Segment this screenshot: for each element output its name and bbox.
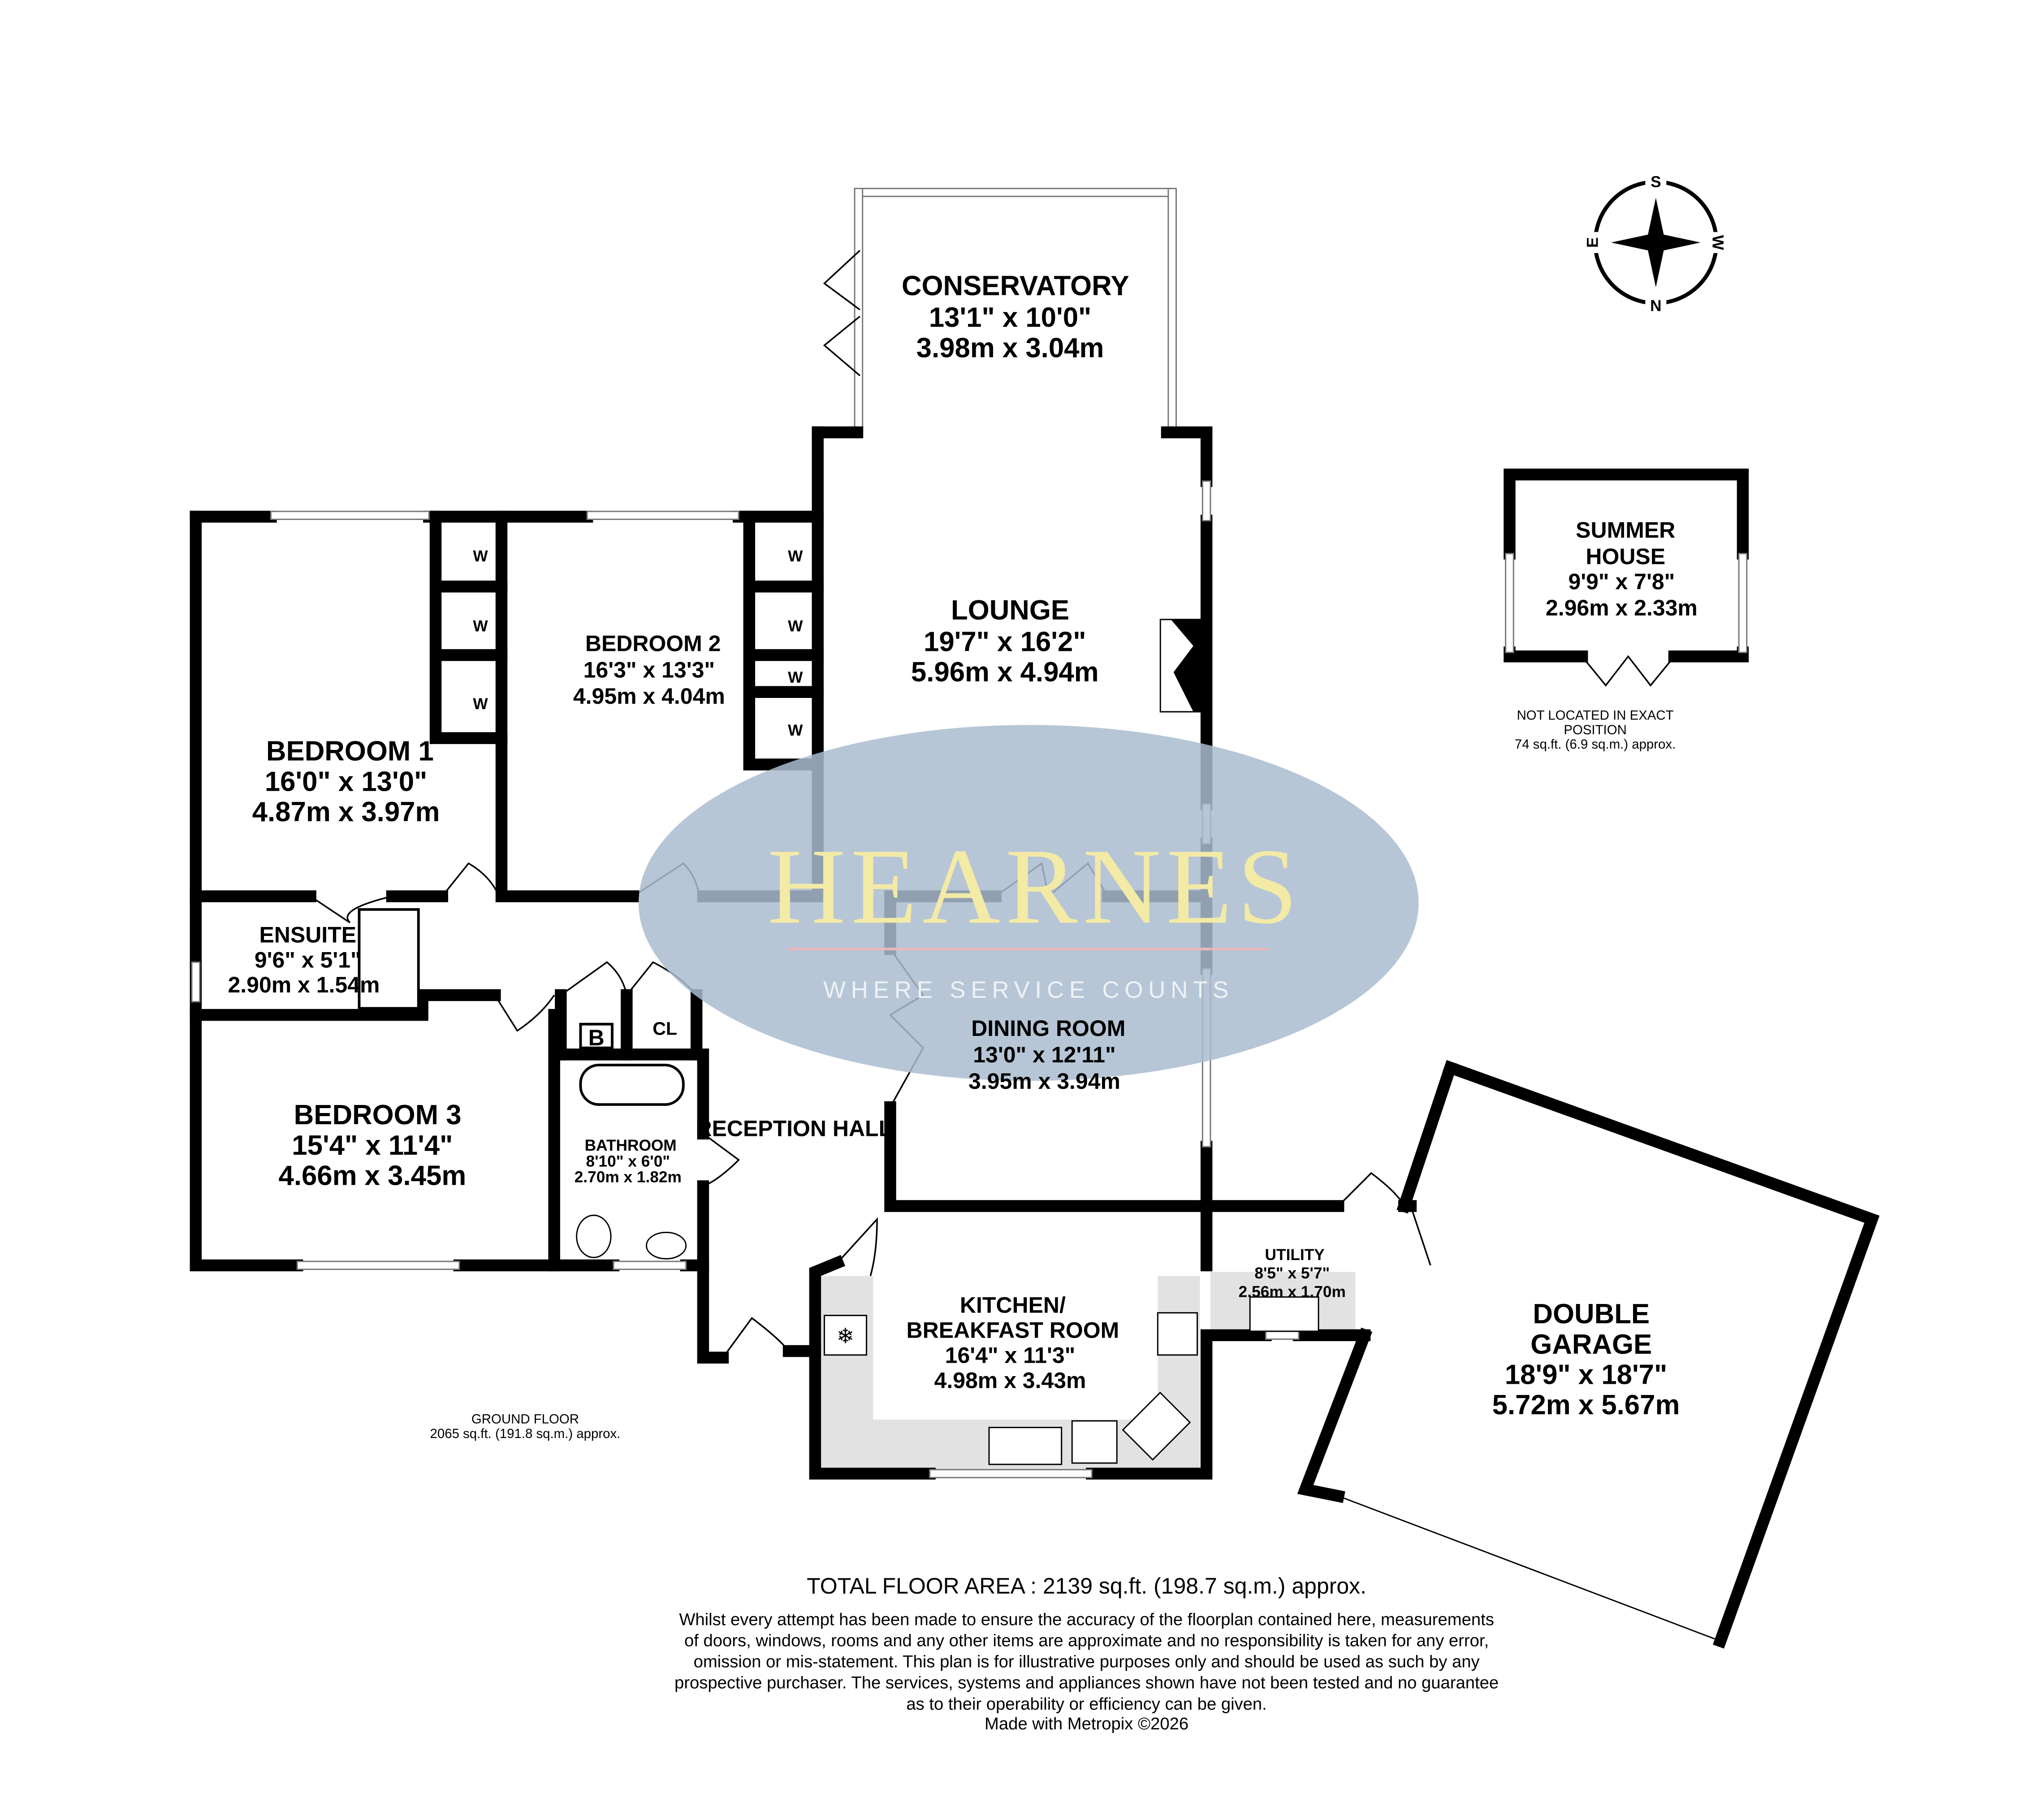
room-bedroom-2: BEDROOM 2 16'3" x 13'3" 4.95m x 4.04m <box>573 631 725 709</box>
svg-text:of doors, windows, rooms and a: of doors, windows, rooms and any other i… <box>684 1631 1489 1650</box>
svg-text:4.98m x 3.43m: 4.98m x 3.43m <box>934 1368 1086 1393</box>
svg-text:74 sq.ft. (6.9 sq.m.) approx.: 74 sq.ft. (6.9 sq.m.) approx. <box>1515 737 1676 752</box>
svg-text:CONSERVATORY: CONSERVATORY <box>902 271 1129 302</box>
fridge-icon <box>823 1315 867 1356</box>
watermark: HEARNES WHERE SERVICE COUNTS <box>638 725 1419 1081</box>
svg-text:2.90m x 1.54m: 2.90m x 1.54m <box>228 972 380 997</box>
cupboard-label: CL <box>653 1018 677 1039</box>
svg-text:BATHROOM: BATHROOM <box>585 1137 677 1154</box>
utility-sink-icon <box>1249 1296 1319 1332</box>
svg-text:DOUBLE: DOUBLE <box>1533 1299 1650 1330</box>
svg-text:BEDROOM 1: BEDROOM 1 <box>266 736 434 767</box>
svg-text:3.98m x 3.04m: 3.98m x 3.04m <box>916 333 1104 364</box>
shower-icon <box>358 908 420 1010</box>
svg-text:9'6" x 5'1": 9'6" x 5'1" <box>255 947 361 972</box>
svg-text:BREAKFAST ROOM: BREAKFAST ROOM <box>907 1318 1119 1343</box>
disclaimer: Whilst every attempt has been made to en… <box>674 1610 1499 1733</box>
svg-text:KITCHEN/: KITCHEN/ <box>960 1293 1066 1318</box>
svg-text:W: W <box>788 722 803 739</box>
svg-text:2.70m x 1.82m: 2.70m x 1.82m <box>575 1169 682 1186</box>
bath-icon <box>579 1063 685 1106</box>
svg-text:W: W <box>473 548 488 565</box>
sink-icon <box>988 1427 1063 1465</box>
svg-text:W: W <box>788 548 803 565</box>
svg-text:BEDROOM 2: BEDROOM 2 <box>585 631 721 656</box>
svg-text:5.96m x 4.94m: 5.96m x 4.94m <box>911 657 1099 688</box>
svg-text:BEDROOM 3: BEDROOM 3 <box>294 1100 462 1131</box>
svg-text:DINING ROOM: DINING ROOM <box>971 1016 1125 1041</box>
total-floor-area: TOTAL FLOOR AREA : 2139 sq.ft. (198.7 sq… <box>807 1573 1366 1598</box>
toilet-icon <box>576 1214 612 1258</box>
svg-text:16'4" x 11'3": 16'4" x 11'3" <box>945 1343 1076 1368</box>
appliance-icon <box>1071 1420 1118 1464</box>
svg-text:HOUSE: HOUSE <box>1586 544 1665 569</box>
room-bedroom-3: BEDROOM 3 15'4" x 11'4" 4.66m x 3.45m <box>278 1100 466 1191</box>
basin-icon <box>646 1231 687 1260</box>
room-bathroom: BATHROOM 8'10" x 6'0" 2.70m x 1.82m <box>575 1137 682 1186</box>
svg-text:16'3" x 13'3": 16'3" x 13'3" <box>583 657 715 682</box>
walls <box>190 426 1880 1649</box>
hob-icon <box>1122 1391 1191 1461</box>
svg-text:LOUNGE: LOUNGE <box>951 595 1069 626</box>
svg-text:8'10" x 6'0": 8'10" x 6'0" <box>586 1152 670 1170</box>
room-reception-hall: RECEPTION HALL <box>696 1116 892 1141</box>
svg-text:4.87m x 3.97m: 4.87m x 3.97m <box>252 797 440 827</box>
svg-text:W: W <box>788 669 803 686</box>
svg-text:18'9" x 18'7": 18'9" x 18'7" <box>1505 1359 1668 1390</box>
room-ensuite: ENSUITE 9'6" x 5'1" 2.90m x 1.54m <box>228 922 380 997</box>
room-conservatory: CONSERVATORY 13'1" x 10'0" 3.98m x 3.04m <box>902 271 1129 364</box>
summer-house-note: NOT LOCATED IN EXACT POSITION 74 sq.ft. … <box>1515 708 1676 752</box>
room-bedroom-1: BEDROOM 1 16'0" x 13'0" 4.87m x 3.97m <box>252 736 440 827</box>
svg-text:POSITION: POSITION <box>1564 723 1626 737</box>
room-lounge: LOUNGE 19'7" x 16'2" 5.96m x 4.94m <box>911 595 1099 688</box>
svg-text:13'0" x 12'11": 13'0" x 12'11" <box>973 1042 1115 1067</box>
svg-text:GARAGE: GARAGE <box>1530 1329 1652 1360</box>
metropix-credit: Made with Metropix ©2026 <box>985 1714 1188 1733</box>
room-garage: DOUBLE GARAGE 18'9" x 18'7" 5.72m x 5.67… <box>1492 1299 1680 1421</box>
svg-text:16'0" x 13'0": 16'0" x 13'0" <box>265 766 428 797</box>
svg-text:Whilst every attempt has been: Whilst every attempt has been made to en… <box>679 1610 1494 1629</box>
svg-text:NOT LOCATED IN EXACT: NOT LOCATED IN EXACT <box>1517 708 1674 723</box>
room-utility: UTILITY 8'5" x 5'7" 2.56m x 1.70m <box>1239 1246 1346 1300</box>
compass-icon: S N W E <box>1582 171 1727 315</box>
svg-text:8'5" x 5'7": 8'5" x 5'7" <box>1254 1265 1330 1282</box>
boiler-label: B <box>588 1025 605 1050</box>
ground-floor-label: GROUND FLOOR <box>471 1412 579 1427</box>
summer-house: SUMMER HOUSE 9'9" x 7'8" 2.96m x 2.33m <box>1504 468 1749 687</box>
oven-icon <box>1157 1312 1198 1356</box>
svg-text:19'7" x 16'2": 19'7" x 16'2" <box>924 627 1086 658</box>
svg-text:W: W <box>1709 235 1726 250</box>
svg-text:S: S <box>1651 173 1661 191</box>
svg-text:UTILITY: UTILITY <box>1265 1246 1325 1264</box>
svg-text:4.66m x 3.45m: 4.66m x 3.45m <box>278 1160 466 1191</box>
svg-text:SUMMER: SUMMER <box>1576 518 1675 543</box>
fireplace-icon <box>1171 619 1203 712</box>
svg-text:E: E <box>1584 237 1601 248</box>
svg-text:W: W <box>473 695 488 713</box>
svg-text:prospective purchaser. The ser: prospective purchaser. The services, sys… <box>674 1673 1499 1693</box>
svg-text:2.56m x 1.70m: 2.56m x 1.70m <box>1239 1283 1346 1300</box>
brand-logo-text: HEARNES <box>768 827 1303 946</box>
ground-floor-area: 2065 sq.ft. (191.8 sq.m.) approx. <box>430 1426 621 1441</box>
snowflake-icon: ❄ <box>837 1324 854 1347</box>
room-kitchen: KITCHEN/ BREAKFAST ROOM 16'4" x 11'3" 4.… <box>907 1293 1119 1393</box>
svg-text:W: W <box>788 617 803 635</box>
svg-text:N: N <box>1650 297 1661 315</box>
svg-text:3.95m x 3.94m: 3.95m x 3.94m <box>968 1069 1120 1094</box>
brand-tagline: WHERE SERVICE COUNTS <box>823 977 1234 1003</box>
svg-text:W: W <box>473 617 488 635</box>
svg-text:ENSUITE: ENSUITE <box>259 922 356 947</box>
room-dining: DINING ROOM 13'0" x 12'11" 3.95m x 3.94m <box>968 1016 1125 1094</box>
wardrobe-labels: W W W W W W W <box>473 548 803 739</box>
svg-text:2.96m x 2.33m: 2.96m x 2.33m <box>1546 595 1698 620</box>
svg-text:15'4" x 11'4": 15'4" x 11'4" <box>292 1130 453 1161</box>
svg-text:13'1" x 10'0": 13'1" x 10'0" <box>929 302 1092 333</box>
svg-text:as to their operability or eff: as to their operability or efficiency ca… <box>906 1694 1266 1714</box>
svg-text:5.72m x 5.67m: 5.72m x 5.67m <box>1492 1390 1680 1421</box>
svg-text:omission or mis-statement. Thi: omission or mis-statement. This plan is … <box>694 1652 1480 1672</box>
svg-text:4.95m x 4.04m: 4.95m x 4.04m <box>573 684 725 709</box>
svg-text:9'9" x 7'8": 9'9" x 7'8" <box>1568 569 1675 594</box>
